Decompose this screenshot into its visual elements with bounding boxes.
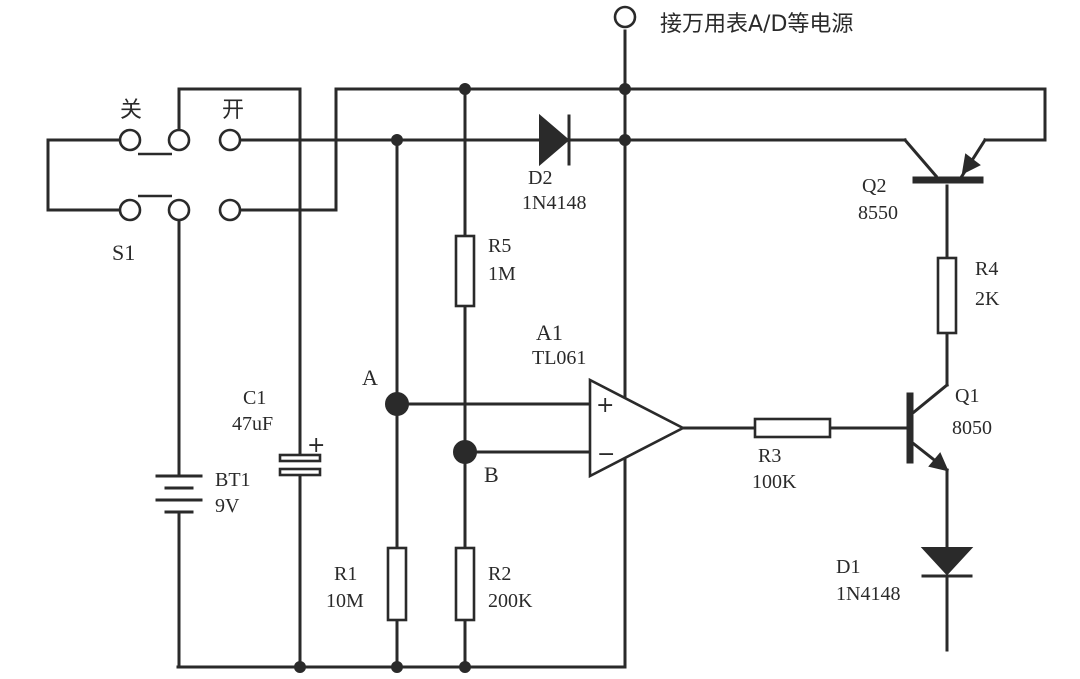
resistor-r5: R5 1M — [454, 234, 516, 308]
capacitor-plate — [278, 453, 322, 463]
resistor-r3: R3 100K — [752, 417, 832, 493]
c1-name: C1 — [243, 387, 266, 409]
resistor-body — [454, 546, 476, 622]
diode-triangle — [920, 547, 974, 576]
q1-collector-leg — [911, 382, 950, 415]
d2-value: 1N4148 — [522, 192, 586, 214]
a1-value: TL061 — [532, 347, 586, 369]
a1-name: A1 — [536, 320, 563, 345]
node-a-label: A — [362, 365, 378, 390]
d1-name: D1 — [836, 556, 860, 578]
node-a-dot — [385, 392, 409, 416]
q2-name: Q2 — [862, 175, 886, 197]
switch-off-label: 关 — [120, 98, 142, 123]
c1-value: 47uF — [232, 413, 273, 435]
switch-to-c1 — [177, 87, 302, 457]
switch-contact-icon — [218, 128, 242, 152]
r1-name: R1 — [334, 563, 357, 585]
d2-name: D2 — [528, 167, 552, 189]
diode-d1: D1 1N4148 — [836, 547, 974, 605]
junction-dot — [619, 83, 631, 95]
opamp-plus-pin: + — [596, 393, 614, 418]
node-b-label: B — [484, 462, 499, 487]
switch-to-rail — [228, 87, 338, 212]
switch-contact-icon — [118, 128, 142, 152]
opamp-a1: + − A1 TL061 — [532, 320, 686, 479]
q1-arrow-icon — [928, 452, 949, 472]
q1-value: 8050 — [952, 417, 992, 439]
r3-name: R3 — [758, 445, 781, 467]
diode-d2: D2 1N4148 — [522, 113, 586, 214]
battery-value: 9V — [215, 495, 240, 517]
wires — [46, 29, 1047, 669]
junction-dot — [619, 134, 631, 146]
r2-value: 200K — [488, 590, 533, 612]
power-terminal-icon — [613, 5, 637, 29]
capacitor-plus: + — [307, 433, 325, 458]
junctions — [294, 83, 631, 673]
node-b-dot — [453, 440, 477, 464]
battery-name: BT1 — [215, 469, 251, 491]
d1-value: 1N4148 — [836, 583, 900, 605]
top-rail — [334, 87, 1047, 142]
r5-name: R5 — [488, 235, 511, 257]
switch-contact-icon — [218, 198, 242, 222]
resistor-r4: R4 2K — [936, 256, 1000, 335]
switch-name: S1 — [112, 240, 135, 265]
q1-name: Q1 — [955, 385, 979, 407]
r4-value: 2K — [975, 288, 1000, 310]
capacitor-c1: + C1 47uF — [232, 387, 325, 477]
switch-contact-icon — [167, 198, 191, 222]
transistor-q2: Q2 8550 — [858, 137, 988, 224]
junction-dot — [391, 661, 403, 673]
diode-triangle — [539, 113, 570, 167]
q2-value: 8550 — [858, 202, 898, 224]
resistor-body — [936, 256, 958, 335]
capacitor-plate — [278, 467, 322, 477]
resistor-body — [386, 546, 408, 622]
switch-contact-icon — [167, 128, 191, 152]
q2-collector-leg — [902, 137, 939, 179]
junction-dot — [459, 661, 471, 673]
switch-contact-icon — [118, 198, 142, 222]
resistor-r2: R2 200K — [454, 546, 533, 622]
r3-value: 100K — [752, 471, 797, 493]
resistor-body — [753, 417, 832, 439]
junction-dot — [391, 134, 403, 146]
resistor-r1: R1 10M — [326, 546, 408, 622]
junction-dot — [294, 661, 306, 673]
r4-name: R4 — [975, 258, 998, 280]
junction-dot — [459, 83, 471, 95]
r5-value: 1M — [488, 263, 516, 285]
transistor-q1: Q1 8050 — [906, 382, 992, 473]
opamp-triangle — [588, 377, 686, 479]
q2-arrow-icon — [961, 153, 981, 175]
opamp-minus-pin: − — [597, 442, 615, 467]
r1-value: 10M — [326, 590, 364, 612]
resistor-body — [454, 234, 476, 308]
r2-name: R2 — [488, 563, 511, 585]
power-label: 接万用表A/D等电源 — [660, 12, 853, 37]
switch-on-label: 开 — [222, 98, 244, 123]
battery-bt1: BT1 9V — [155, 469, 251, 517]
switch-left-loop — [46, 138, 132, 212]
switch-s1: 关 开 S1 — [112, 98, 244, 265]
